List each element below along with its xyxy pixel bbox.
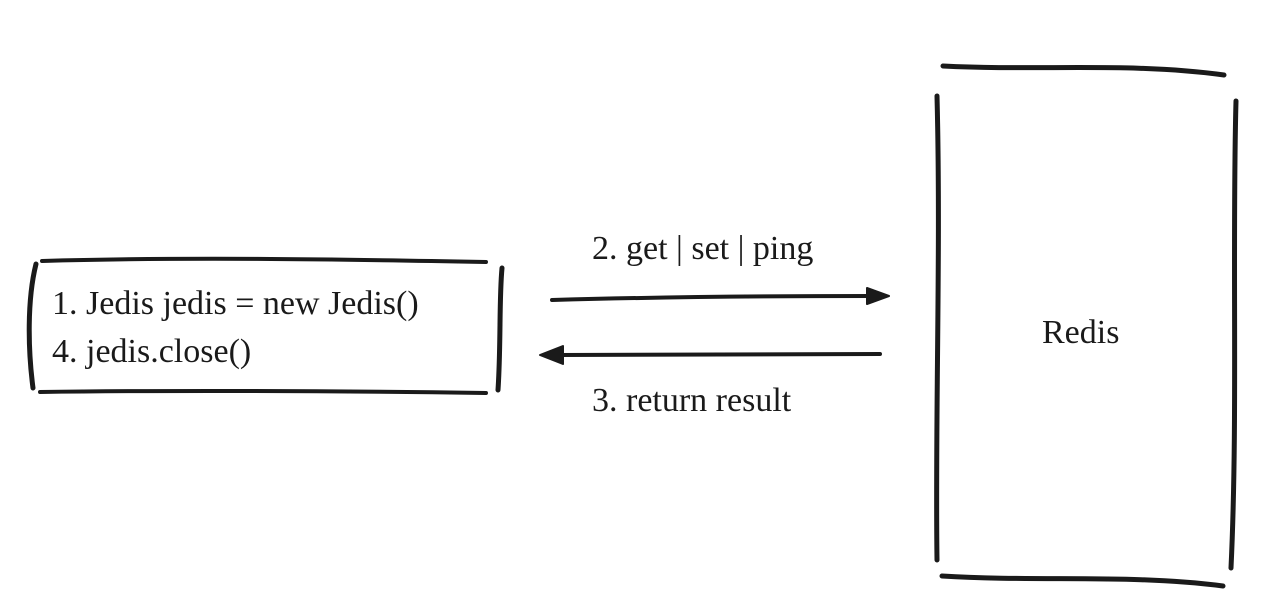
client-code-line-close: 4. jedis.close() [52, 333, 252, 370]
response-arrow-shaft [558, 352, 882, 357]
response-arrow-head [539, 345, 564, 365]
request-arrow-shaft [550, 294, 874, 302]
client-box-bottom-edge [38, 388, 488, 395]
client-box-left-edge [26, 261, 39, 391]
server-box-top-edge [940, 63, 1227, 78]
request-arrow-head [866, 287, 890, 305]
client-box-right-edge [495, 265, 505, 393]
response-arrow [539, 345, 882, 365]
client-code-line-connect: 1. Jedis jedis = new Jedis() [52, 285, 419, 322]
request-arrow [550, 287, 890, 305]
server-box-bottom-edge [939, 573, 1226, 589]
response-arrow-label: 3. return result [592, 382, 792, 419]
request-arrow-label: 2. get | set | ping [592, 230, 814, 267]
server-box-left-edge [934, 93, 941, 563]
server-label: Redis [1042, 314, 1120, 351]
client-box-top-edge [40, 256, 488, 264]
client-box [26, 256, 505, 395]
server-box-right-edge [1228, 98, 1239, 571]
server-box [934, 63, 1239, 589]
